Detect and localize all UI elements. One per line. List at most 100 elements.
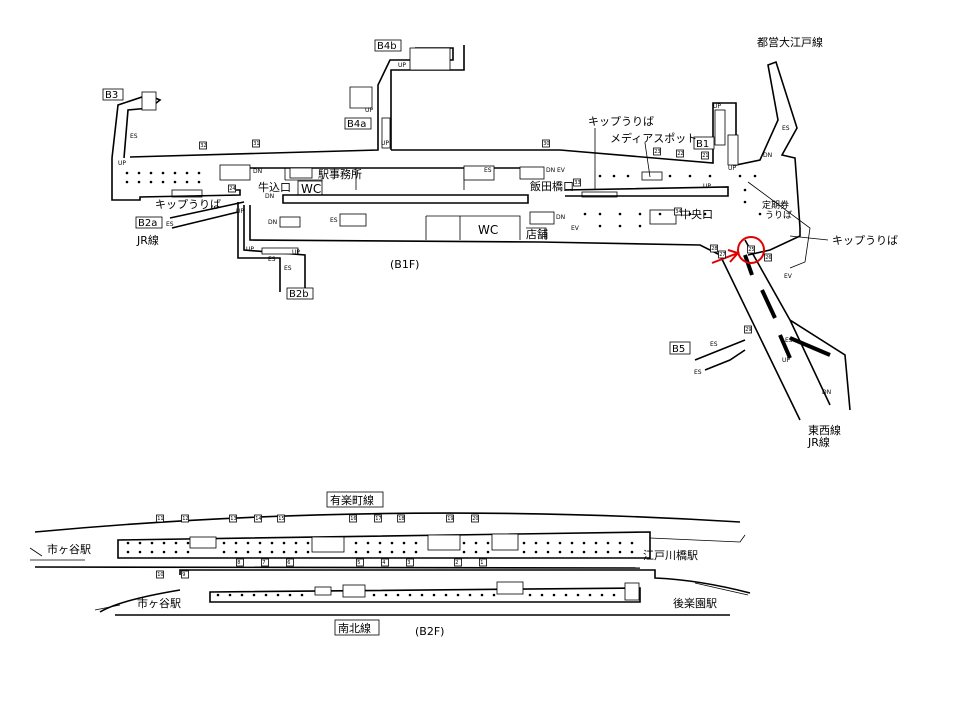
number-box [229, 514, 237, 523]
pillar-dot [246, 550, 250, 554]
pillar-dot [492, 593, 496, 597]
pillar-dot [564, 593, 568, 597]
pillar-dot [240, 593, 244, 597]
pillar-dot [612, 593, 616, 597]
number-box [653, 147, 661, 156]
pillar-dot [738, 174, 742, 178]
pillar-dot [618, 541, 622, 545]
pillar-dot [570, 541, 574, 545]
up-mark: UP [246, 246, 254, 253]
pillar-dot [626, 174, 630, 178]
wc-label: WC [478, 223, 498, 237]
number-box [446, 514, 454, 523]
pillar-dot [594, 541, 598, 545]
number-box [542, 139, 550, 148]
svg-text:南北線: 南北線 [338, 621, 371, 635]
pillar-dot [162, 550, 166, 554]
pillar-dot [658, 212, 662, 216]
pillar-dot [743, 188, 747, 192]
pillar-dot [234, 541, 238, 545]
exit-B1[interactable]: B1 [693, 136, 715, 150]
pillar-dot [270, 541, 274, 545]
pillar-dot [372, 593, 376, 597]
exit-B2a[interactable]: B2a [135, 216, 163, 229]
exit-B3[interactable]: B3 [102, 88, 124, 101]
iidabashi-exit-label: 飯田橋口 [530, 179, 574, 193]
number-label: 18 [398, 516, 404, 522]
number-box [252, 139, 260, 148]
pillar-dot [528, 593, 532, 597]
pillar-dot [414, 550, 418, 554]
exit-B4a[interactable]: B4a [344, 117, 372, 130]
number-label: 29 [745, 327, 751, 333]
pillar-dot [594, 550, 598, 554]
number-label: 21 [702, 153, 708, 159]
pillar-dot [149, 171, 153, 175]
ichigaya-station-label: 市ヶ谷駅 [47, 542, 91, 556]
number-box [573, 178, 581, 187]
pillar-dot [197, 171, 201, 175]
number-label: 22 [677, 151, 683, 157]
pillar-dot [703, 212, 707, 216]
number-box [236, 558, 244, 567]
number-box [254, 514, 262, 523]
number-box [397, 514, 405, 523]
number-label: 12 [182, 516, 188, 522]
pillar-dot [125, 180, 129, 184]
es-mark: ES [130, 133, 138, 140]
number-label: 34 [675, 209, 681, 215]
b1f-wall-top [111, 158, 241, 201]
pillar-dot [522, 550, 526, 554]
ticket-office-label: キップうりば [155, 198, 221, 211]
exit-B5[interactable]: B5 [669, 341, 691, 355]
svg-text:B2a: B2a [138, 218, 157, 229]
pillar-dot [630, 541, 634, 545]
number-label: 8 [237, 560, 240, 566]
exit-B4b[interactable]: B4b [374, 39, 402, 52]
number-box [406, 558, 414, 567]
number-label: 24 [229, 186, 235, 192]
pillar-dot [743, 200, 747, 204]
pillar-dot [668, 174, 672, 178]
es-mark: ES [268, 256, 276, 263]
svg-text:B4a: B4a [347, 119, 366, 130]
es-mark: ES [785, 337, 793, 344]
dn-mark: DN [556, 214, 565, 221]
pillar-dot [186, 541, 190, 545]
pass-ticket-label: 定期券 [762, 199, 789, 211]
up-mark: UP [118, 160, 126, 167]
number-box [479, 558, 487, 567]
pillar-dot [161, 171, 165, 175]
pillar-dot [444, 593, 448, 597]
number-label: 7 [262, 560, 265, 566]
pillar-dot [222, 541, 226, 545]
number-box [381, 558, 389, 567]
pillar-dot [474, 550, 478, 554]
svg-text:有楽町線: 有楽町線 [330, 493, 374, 507]
pillar-dot [288, 593, 292, 597]
number-box [674, 207, 682, 216]
svg-text:B3: B3 [105, 90, 118, 101]
pillar-dot [618, 212, 622, 216]
number-box [374, 514, 382, 523]
number-label: 2 [455, 560, 458, 566]
number-label: 11 [157, 516, 163, 522]
number-box [228, 184, 236, 193]
pillar-dot [228, 593, 232, 597]
number-label: 1 [480, 560, 483, 566]
up-mark: UP [292, 249, 300, 256]
svg-text:B4b: B4b [377, 41, 397, 52]
pillar-dot [150, 550, 154, 554]
number-box [710, 244, 718, 253]
location-highlight-circle [737, 236, 765, 264]
pillar-dot [294, 541, 298, 545]
pillar-dot [366, 550, 370, 554]
pillar-dot [161, 180, 165, 184]
es-mark: ES [710, 341, 718, 348]
wc-label: WC [301, 182, 321, 196]
pillar-dot [306, 550, 310, 554]
pillar-dot [618, 224, 622, 228]
exit-B2b[interactable]: B2b [286, 287, 314, 300]
